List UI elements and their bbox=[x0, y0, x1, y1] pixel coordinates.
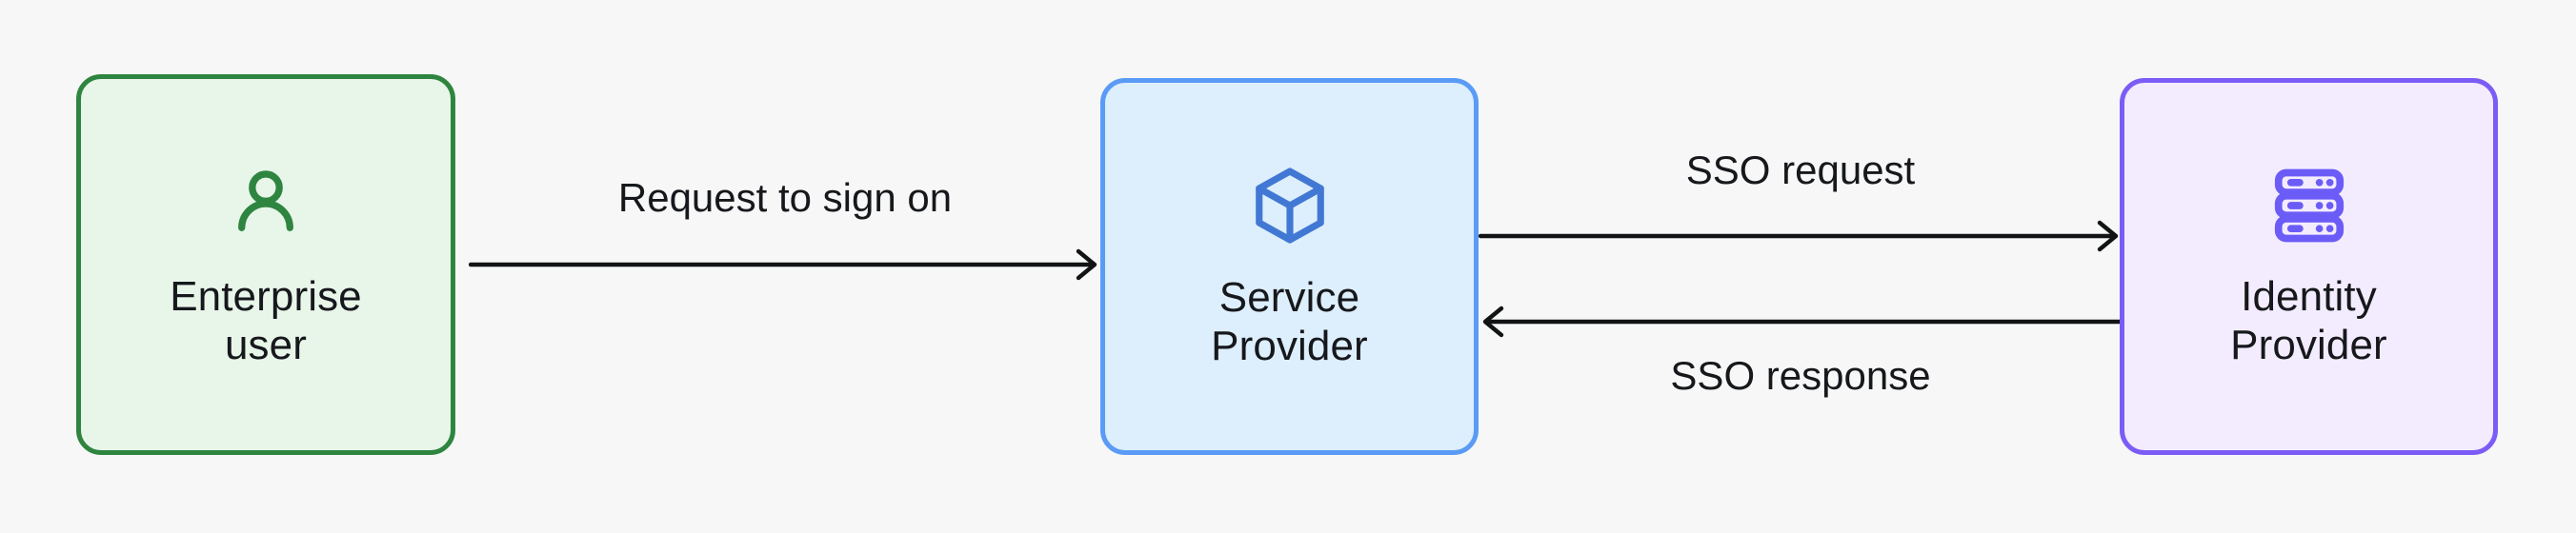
node-label-enterprise-user: Enterprise user bbox=[170, 272, 362, 368]
edge-label-sso-response: SSO response bbox=[1670, 353, 1931, 398]
user-icon bbox=[222, 160, 310, 247]
server-icon bbox=[2267, 164, 2351, 247]
node-identity-provider[interactable]: Identity Provider bbox=[2120, 78, 2498, 455]
node-label-identity-provider: Identity Provider bbox=[2230, 272, 2387, 368]
node-service-provider[interactable]: Service Provider bbox=[1100, 78, 1479, 455]
cube-icon bbox=[1247, 163, 1333, 248]
node-label-service-provider: Service Provider bbox=[1211, 273, 1368, 369]
arrow-request-to-sign-on bbox=[468, 246, 1101, 284]
edge-label-sso-request: SSO request bbox=[1685, 148, 1916, 192]
arrow-sso-response bbox=[1479, 303, 2123, 341]
arrow-sso-request bbox=[1478, 217, 2123, 255]
edge-label-request-to-sign-on: Request to sign on bbox=[617, 175, 953, 220]
node-enterprise-user[interactable]: Enterprise user bbox=[76, 74, 455, 455]
